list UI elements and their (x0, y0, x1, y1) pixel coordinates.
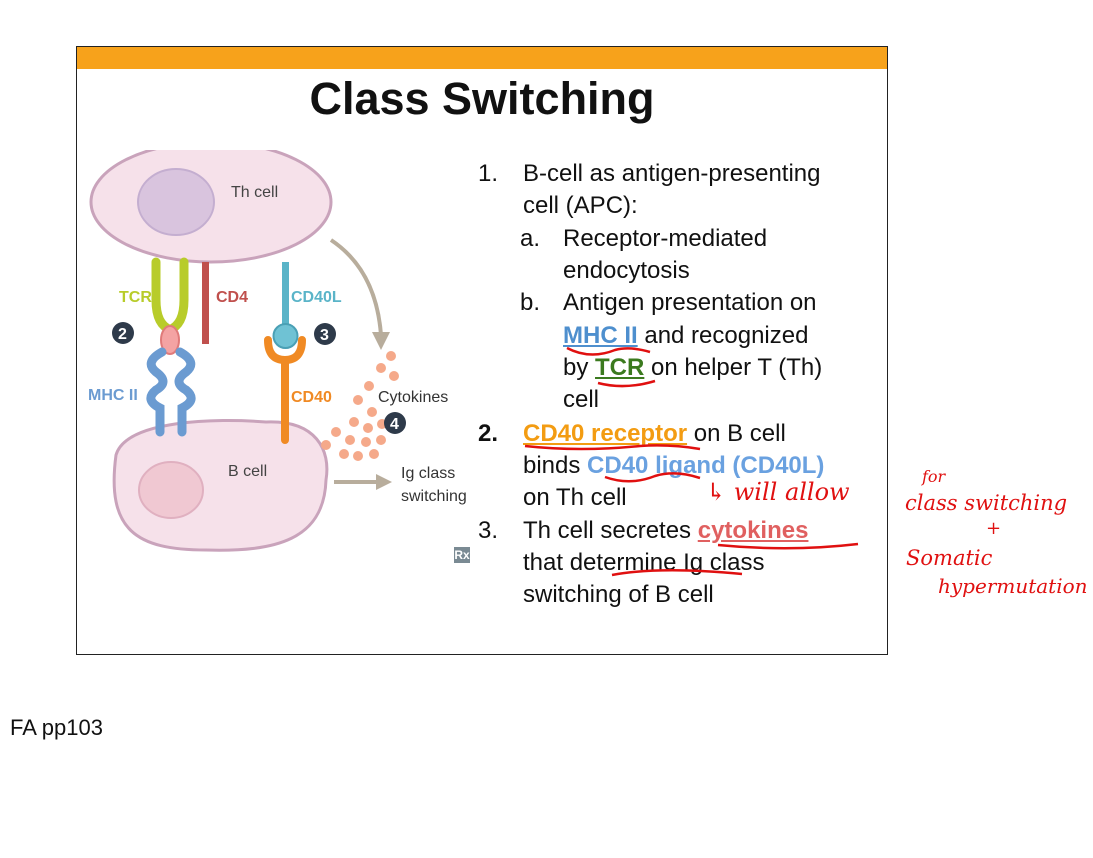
cd4-coreceptor (202, 262, 209, 344)
cd40-receptor (264, 336, 306, 444)
mhc2-molecule (146, 347, 196, 437)
cytokine-particles (321, 351, 399, 461)
cd40l-label: CD40L (291, 289, 342, 306)
cd40l-ligand (282, 262, 289, 326)
secretion-arrow (329, 238, 383, 336)
secretion-arrowhead (372, 332, 390, 350)
cd4-label: CD4 (216, 289, 248, 306)
content-list: 1. B-cell as antigen-presenting cell (AP… (478, 158, 898, 618)
item-1b-by: by (563, 354, 596, 381)
slide-title: Class Switching (309, 73, 655, 124)
item-1-number: 1. (478, 160, 499, 187)
slide-top-bar (77, 47, 887, 69)
ig-class-label-2: switching (401, 488, 467, 505)
step-2-badge (112, 322, 134, 344)
cytokines-label: Cytokines (378, 389, 448, 406)
b-cell-label: B cell (228, 463, 267, 480)
footer-reference: FA pp103 (10, 715, 103, 740)
item-2-line-2: binds CD40 ligand (CD40L) (523, 450, 824, 482)
cd40l-head (272, 323, 299, 349)
mhc2-label: MHC II (88, 387, 138, 404)
item-1b-line-3-rest: on helper T (Th) (644, 354, 823, 381)
item-3-line-1: Th cell secretes cytokines (523, 515, 808, 547)
item-2-line-1: CD40 receptor on B cell (523, 418, 786, 450)
note-plus: + (986, 518, 1001, 539)
step-4-number: 4 (390, 416, 399, 433)
item-1a-line-1: Receptor-mediated (563, 225, 768, 252)
item-1-line-1: B-cell as antigen-presenting (523, 160, 821, 187)
item-1-line-2: cell (APC): (523, 192, 638, 219)
ig-class-label-1: Ig class (401, 465, 455, 482)
note-hypermutation: hypermutation (938, 574, 1088, 598)
cd40-ligand-term: CD40 ligand (CD40L) (587, 452, 825, 479)
cd40-label: CD40 (291, 389, 332, 406)
item-1b-line-2-rest: and recognized (637, 322, 809, 349)
cd40-receptor-term: CD40 receptor (523, 420, 688, 447)
step-3-badge (314, 323, 336, 345)
cytokines-term: cytokines (697, 517, 809, 544)
item-2-line-1-rest: on B cell (687, 420, 786, 447)
note-somatic: Somatic (906, 546, 993, 570)
item-1a-line-2: endocytosis (563, 257, 690, 284)
ig-switch-arrowhead (376, 474, 392, 490)
item-3-start: Th cell secretes (523, 517, 698, 544)
item-1b-line-4: cell (563, 386, 600, 413)
class-switching-diagram: Th cell B cell TCR CD4 MHC II 2 CD40L CD… (88, 150, 467, 552)
note-class-switching: class switching (905, 491, 1067, 515)
tcr-term: TCR (595, 354, 645, 381)
antigen-peptide (160, 325, 180, 355)
tcr-receptor (151, 257, 189, 335)
item-1a-marker: a. (520, 225, 541, 252)
th-cell-label: Th cell (231, 184, 278, 201)
step-4-badge (384, 412, 406, 434)
item-1b-line-3: by TCR on helper T (Th) (563, 352, 822, 384)
b-cell-nucleus (138, 461, 204, 519)
item-1b-line-1: Antigen presentation on (563, 289, 817, 316)
step-3-number: 3 (320, 327, 329, 344)
item-2-line-3: on Th cell (523, 484, 627, 511)
item-1b-line-2: MHC II and recognized (563, 320, 808, 352)
item-2-binds: binds (523, 452, 588, 479)
mhc2-term: MHC II (563, 322, 638, 349)
slide: Class Switching (76, 46, 888, 655)
item-3-number: 3. (478, 517, 499, 544)
item-3-line-3: switching of B cell (523, 581, 714, 608)
step-2-number: 2 (118, 326, 127, 343)
item-3-line-2: that determine Ig class (523, 549, 765, 576)
note-for: for (921, 467, 947, 486)
rx-icon: Rx (454, 547, 470, 563)
tcr-label: TCR (119, 289, 152, 306)
th-cell-nucleus (137, 168, 215, 236)
item-2-number: 2. (478, 420, 499, 447)
item-1b-marker: b. (520, 289, 541, 316)
